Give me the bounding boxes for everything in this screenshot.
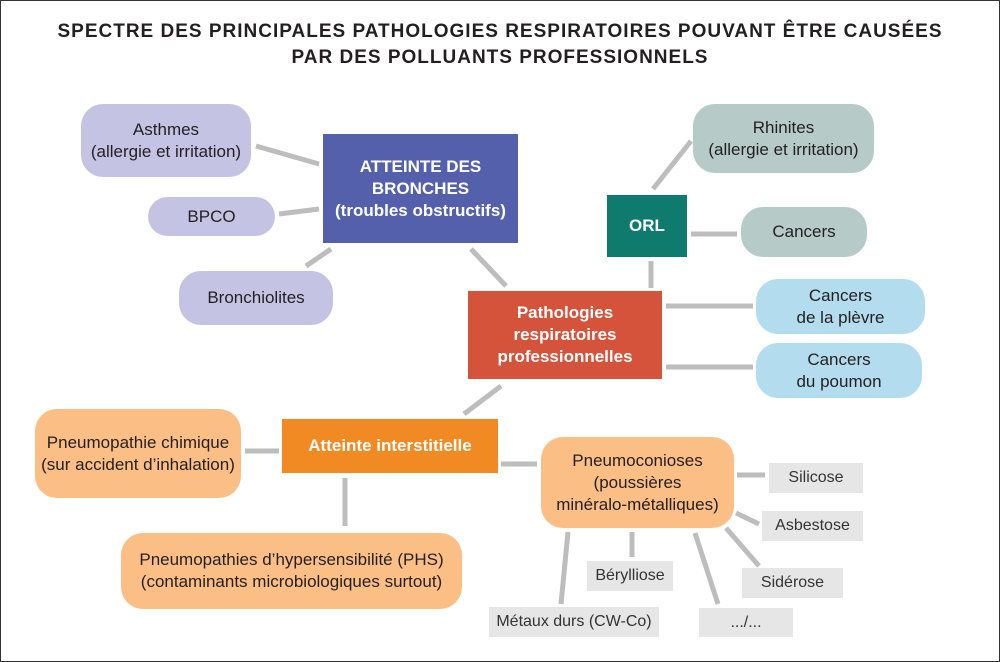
center-line-3: professionnelles bbox=[497, 347, 633, 366]
pneumo-label: Pneumoconioses bbox=[572, 450, 703, 470]
cancer-poumon-detail: du poumon bbox=[796, 371, 882, 391]
metaux-durs-node: Métaux durs (CW-Co) bbox=[489, 607, 659, 637]
cancer-poumon-label: Cancers bbox=[807, 349, 871, 369]
bpco-node: BPCO bbox=[148, 197, 275, 236]
interstitielle-node: Atteinte interstitielle bbox=[282, 419, 498, 473]
siderose-node: Sidérose bbox=[742, 568, 843, 598]
bronches-subtitle: (troubles obstructifs) bbox=[335, 200, 506, 220]
rhinites-label: Rhinites bbox=[752, 117, 815, 137]
phs-detail: (contaminants microbiologiques surtout) bbox=[140, 572, 443, 591]
rhinites-detail: (allergie et irritation) bbox=[708, 139, 859, 159]
etc-node: .../... bbox=[699, 608, 793, 637]
silicose-node: Silicose bbox=[769, 463, 863, 493]
phs-node: Pneumopathies d’hypersensibilité (PHS) (c… bbox=[121, 533, 462, 609]
center-line-2: respiratoires bbox=[513, 325, 617, 344]
pneumo-detail-2: minéralo-métalliques) bbox=[556, 494, 719, 514]
orl-cancers-node: Cancers bbox=[741, 207, 867, 257]
asthmes-node: Asthmes(allergie et irritation) bbox=[81, 104, 251, 177]
berylliose-node: Bérylliose bbox=[587, 561, 673, 591]
pneumo-detail-1: (poussières bbox=[593, 472, 682, 492]
center-line-1: Pathologies bbox=[516, 303, 614, 322]
rhinites-node: Rhinites(allergie et irritation) bbox=[693, 104, 874, 173]
bronches-title: ATTEINTE DES BRONCHES bbox=[359, 156, 482, 198]
asbestose-node: Asbestose bbox=[762, 511, 863, 541]
title-line-1: SPECTRE DES PRINCIPALES PATHOLOGIES RESP… bbox=[57, 21, 943, 42]
chimique-label: Pneumopathie chimique bbox=[46, 432, 230, 452]
center-node: Pathologies respiratoires professionnelles bbox=[468, 291, 662, 379]
bronches-node: ATTEINTE DES BRONCHES(troubles obstructi… bbox=[323, 134, 518, 243]
phs-label: Pneumopathies d’hypersensibilité (PHS) bbox=[139, 550, 444, 569]
asthmes-detail: (allergie et irritation) bbox=[90, 141, 242, 161]
cancer-plevre-label: Cancers bbox=[808, 285, 873, 305]
asthmes-label: Asthmes bbox=[132, 119, 200, 139]
pneumopathie-chimique-node: Pneumopathie chimique(sur accident d’inh… bbox=[35, 409, 241, 498]
chimique-detail: (sur accident d’inhalation) bbox=[41, 454, 235, 474]
title-line-2: PAR DES POLLUANTS PROFESSIONNELS bbox=[291, 47, 709, 68]
orl-node: ORL bbox=[607, 195, 687, 257]
bronchiolites-node: Bronchiolites bbox=[179, 271, 333, 325]
cancer-plevre-detail: de la plèvre bbox=[796, 307, 885, 327]
